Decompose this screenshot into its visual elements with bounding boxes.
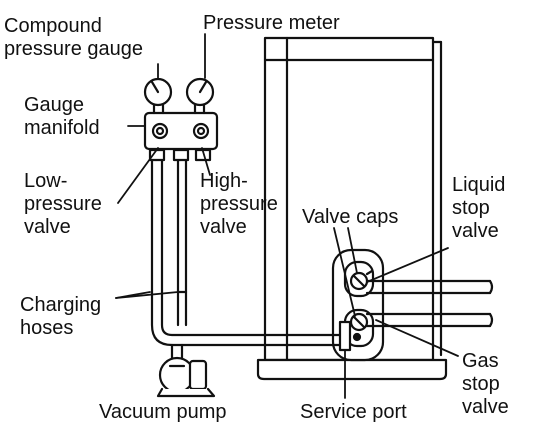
compound-gauge-label: Compound pressure gauge: [4, 15, 143, 60]
valve-caps-label: Valve caps: [302, 206, 399, 228]
gauge-manifold: [143, 101, 219, 151]
vacuum-pump: [156, 343, 216, 398]
low-pressure-valve-label: Low- pressure valve: [24, 170, 102, 238]
gas-stop-valve-label: Gas stop valve: [462, 350, 509, 418]
high-pressure-valve-label: High- pressure valve: [200, 170, 278, 238]
charging-hoses-label: Charging hoses: [20, 294, 102, 339]
liquid-stop-valve-label: Liquid stop valve: [452, 174, 506, 242]
pressure-meter-dial: [185, 77, 215, 107]
service-port-label: Service port: [300, 401, 407, 423]
liquid-stop-valve: [349, 269, 494, 295]
compound-gauge-dial: [143, 77, 173, 107]
pressure-meter-label: Pressure meter: [203, 12, 340, 34]
gauge-manifold-label: Gauge manifold: [24, 94, 100, 139]
vacuum-pump-label: Vacuum pump: [99, 401, 227, 423]
leader-lines: [115, 33, 459, 399]
